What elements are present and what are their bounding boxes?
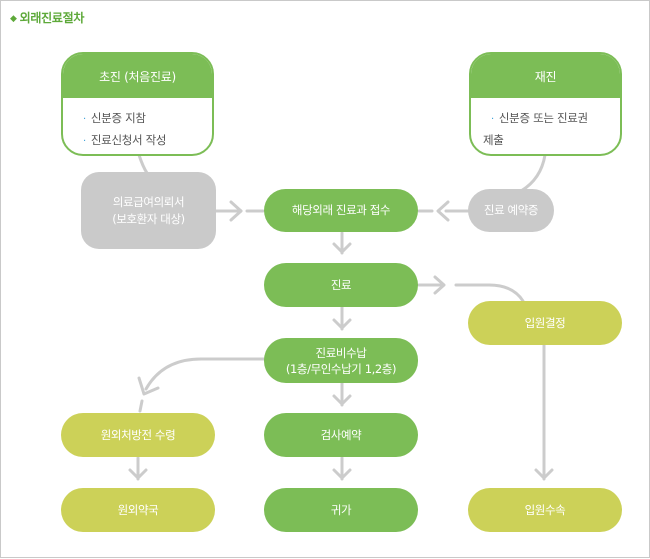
prescription-receipt-node: 원외처방전 수령 [61, 413, 215, 457]
arrowhead-down-icon [332, 394, 352, 406]
bullet-icon: · [491, 114, 494, 125]
first-visit-card: 초진 (처음진료) ·신분증 지참 ·진료신청서 작성 [61, 52, 214, 156]
arrowhead-down-icon [128, 468, 148, 480]
arrowhead-right-icon [433, 275, 446, 295]
connector-payment-to-prescription-tail [138, 399, 144, 413]
bullet-icon: · [83, 136, 86, 147]
requirement-item-continued: 제출 [483, 133, 504, 147]
requirement-item: ·신분증 지참 [83, 111, 146, 125]
payment-node: 진료비수납 (1층/무인수납기 1,2층) [264, 338, 418, 383]
admission-procedure-node: 입원수속 [468, 488, 622, 532]
arrowhead-down-icon [534, 468, 554, 480]
arrowhead-down-icon [332, 318, 352, 330]
arrowhead-down-icon [332, 468, 352, 480]
go-home-node: 귀가 [264, 488, 418, 532]
diamond-bullet-icon: ◆ [10, 14, 17, 24]
revisit-card: 재진 ·신분증 또는 진료권 제출 [469, 52, 622, 156]
revisit-requirements: ·신분증 또는 진료권 제출 [471, 98, 620, 151]
appointment-slip-node: 진료 예약증 [468, 189, 554, 232]
medical-aid-referral-node: 의료급여의뢰서 (보호환자 대상) [81, 172, 216, 249]
page-title-text: 외래진료절차 [19, 11, 85, 25]
arrowhead-left-icon [436, 200, 450, 222]
arrowhead-down-icon [332, 242, 352, 254]
page-title: ◆외래진료절차 [10, 9, 84, 26]
first-visit-requirements: ·신분증 지참 ·진료신청서 작성 [63, 98, 212, 152]
first-visit-title: 초진 (처음진료) [63, 54, 212, 98]
connector-treatment-to-admission-curve [454, 283, 525, 303]
requirement-item: ·진료신청서 작성 [83, 133, 167, 147]
outside-pharmacy-node: 원외약국 [61, 488, 215, 532]
connector-first-visit-to-medical-aid [137, 153, 149, 175]
bullet-icon: · [83, 114, 86, 125]
admission-decision-node: 입원결정 [468, 301, 622, 345]
reception-node: 해당외래 진료과 접수 [264, 189, 418, 232]
requirement-item: ·신분증 또는 진료권 [491, 111, 588, 125]
connector-revisit-to-appointment [519, 153, 547, 193]
exam-booking-node: 검사예약 [264, 413, 418, 457]
revisit-title: 재진 [471, 54, 620, 98]
arrowhead-down-left-icon [137, 376, 160, 396]
connector-payment-to-prescription [144, 357, 267, 391]
arrowhead-right-icon [229, 200, 243, 222]
treatment-node: 진료 [264, 263, 418, 307]
